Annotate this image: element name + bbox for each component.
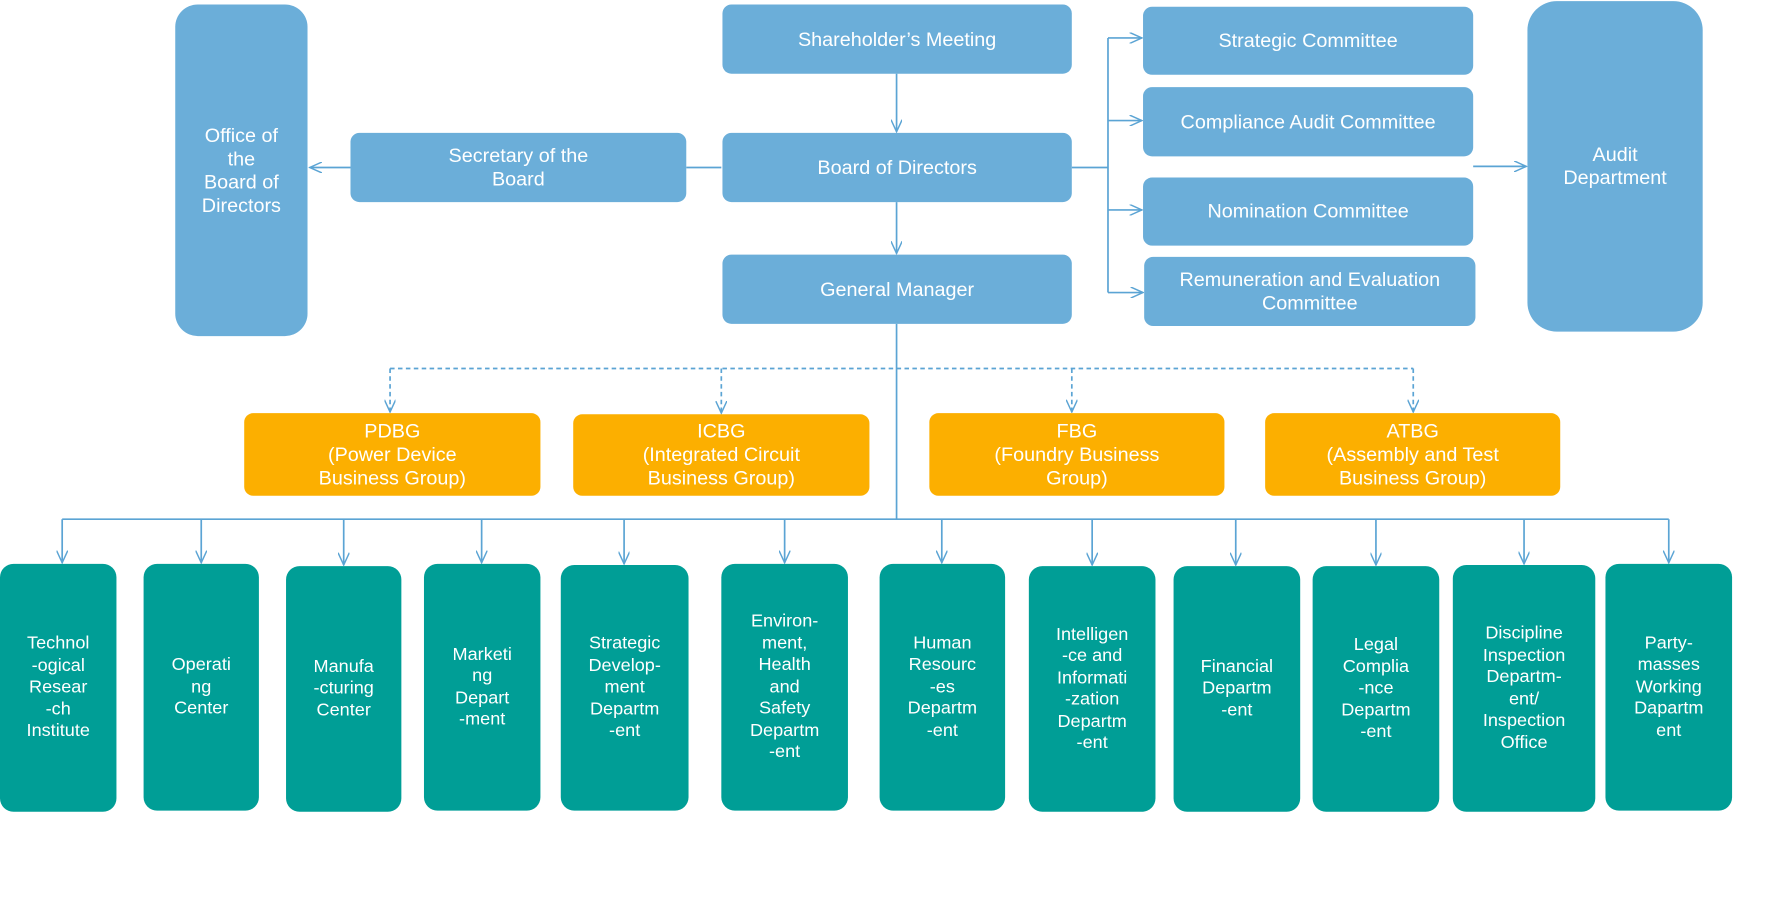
legal-compliance-department-box: Legal Complia -nce Departm -ent [1312, 566, 1440, 812]
shareholders-meeting-label: Shareholder’s Meeting [797, 27, 997, 50]
marketing-department-box: Marketi ng Depart -ment [423, 563, 541, 811]
strategic-development-department-box: Strategic Develop- ment Departm -ent [560, 564, 689, 811]
strategic-committee-box: Strategic Committee [1143, 6, 1474, 75]
general-manager-label: General Manager [820, 277, 975, 300]
office-of-board-label: Office of the Board of Directors [201, 123, 281, 217]
department-label: Technol -ogical Resear -ch Institute [26, 634, 90, 741]
department-label: Legal Complia -nce Departm -ent [1341, 635, 1411, 742]
manufacturing-center-box: Manufa -cturing Center [286, 566, 402, 812]
remuneration-committee-box: Remuneration and Evaluation Committee [1144, 256, 1476, 327]
shareholders-meeting-box: Shareholder’s Meeting [722, 4, 1072, 74]
committee-label: Strategic Committee [1218, 29, 1398, 52]
committee-label: Remuneration and Evaluation Committee [1179, 267, 1441, 314]
business-group-label: FBG (Foundry Business Group) [994, 419, 1160, 489]
operating-center-box: Operati ng Center [143, 563, 259, 811]
board-of-directors-box: Board of Directors [722, 132, 1072, 203]
general-manager-box: General Manager [722, 254, 1072, 324]
discipline-inspection-department-box: Discipline Inspection Departm- ent/ Insp… [1452, 564, 1596, 812]
atbg-box: ATBG (Assembly and Test Business Group) [1265, 413, 1561, 496]
intelligence-informatization-department-box: Intelligen -ce and Informati -zation Dep… [1028, 566, 1156, 812]
secretary-of-board-label: Secretary of the Board [448, 144, 589, 190]
office-of-board-box: Office of the Board of Directors [175, 4, 308, 337]
human-resources-department-box: Human Resourc -es Departm -ent [879, 563, 1006, 811]
department-label: Marketi ng Depart -ment [452, 644, 512, 730]
business-group-label: PDBG (Power Device Business Group) [318, 419, 467, 489]
fbg-box: FBG (Foundry Business Group) [929, 413, 1225, 496]
committee-label: Compliance Audit Committee [1180, 109, 1436, 133]
board-of-directors-label: Board of Directors [817, 155, 977, 179]
business-group-label: ATBG (Assembly and Test Business Group) [1326, 419, 1499, 489]
department-label: Intelligen -ce and Informati -zation Dep… [1055, 624, 1129, 753]
nomination-committee-box: Nomination Committee [1143, 177, 1474, 246]
pdbg-box: PDBG (Power Device Business Group) [244, 413, 541, 496]
icbg-box: ICBG (Integrated Circuit Business Group) [573, 414, 870, 496]
department-label: Strategic Develop- ment Departm -ent [588, 634, 661, 741]
technological-research-institute-box: Technol -ogical Resear -ch Institute [0, 563, 117, 812]
compliance-audit-committee-box: Compliance Audit Committee [1143, 87, 1474, 157]
business-group-label: ICBG (Integrated Circuit Business Group) [642, 419, 800, 490]
ehs-department-box: Environ- ment, Health and Safety Departm… [721, 563, 848, 811]
secretary-of-board-box: Secretary of the Board [350, 132, 687, 203]
department-label: Discipline Inspection Departm- ent/ Insp… [1482, 624, 1566, 753]
audit-department-box: Audit Department [1527, 1, 1703, 332]
party-masses-working-department-box: Party- masses Working Dapartm ent [1605, 563, 1733, 811]
committee-label: Nomination Committee [1207, 199, 1409, 223]
financial-department-box: Financial Departm -ent [1173, 566, 1301, 812]
department-label: Manufa -cturing Center [313, 657, 374, 720]
department-label: Human Resourc -es Departm -ent [907, 633, 978, 741]
department-label: Environ- ment, Health and Safety Departm… [749, 612, 820, 762]
department-label: Financial Departm -ent [1200, 657, 1274, 720]
audit-department-label: Audit Department [1563, 142, 1667, 189]
department-label: Party- masses Working Dapartm ent [1634, 633, 1704, 741]
department-label: Operati ng Center [171, 655, 231, 719]
